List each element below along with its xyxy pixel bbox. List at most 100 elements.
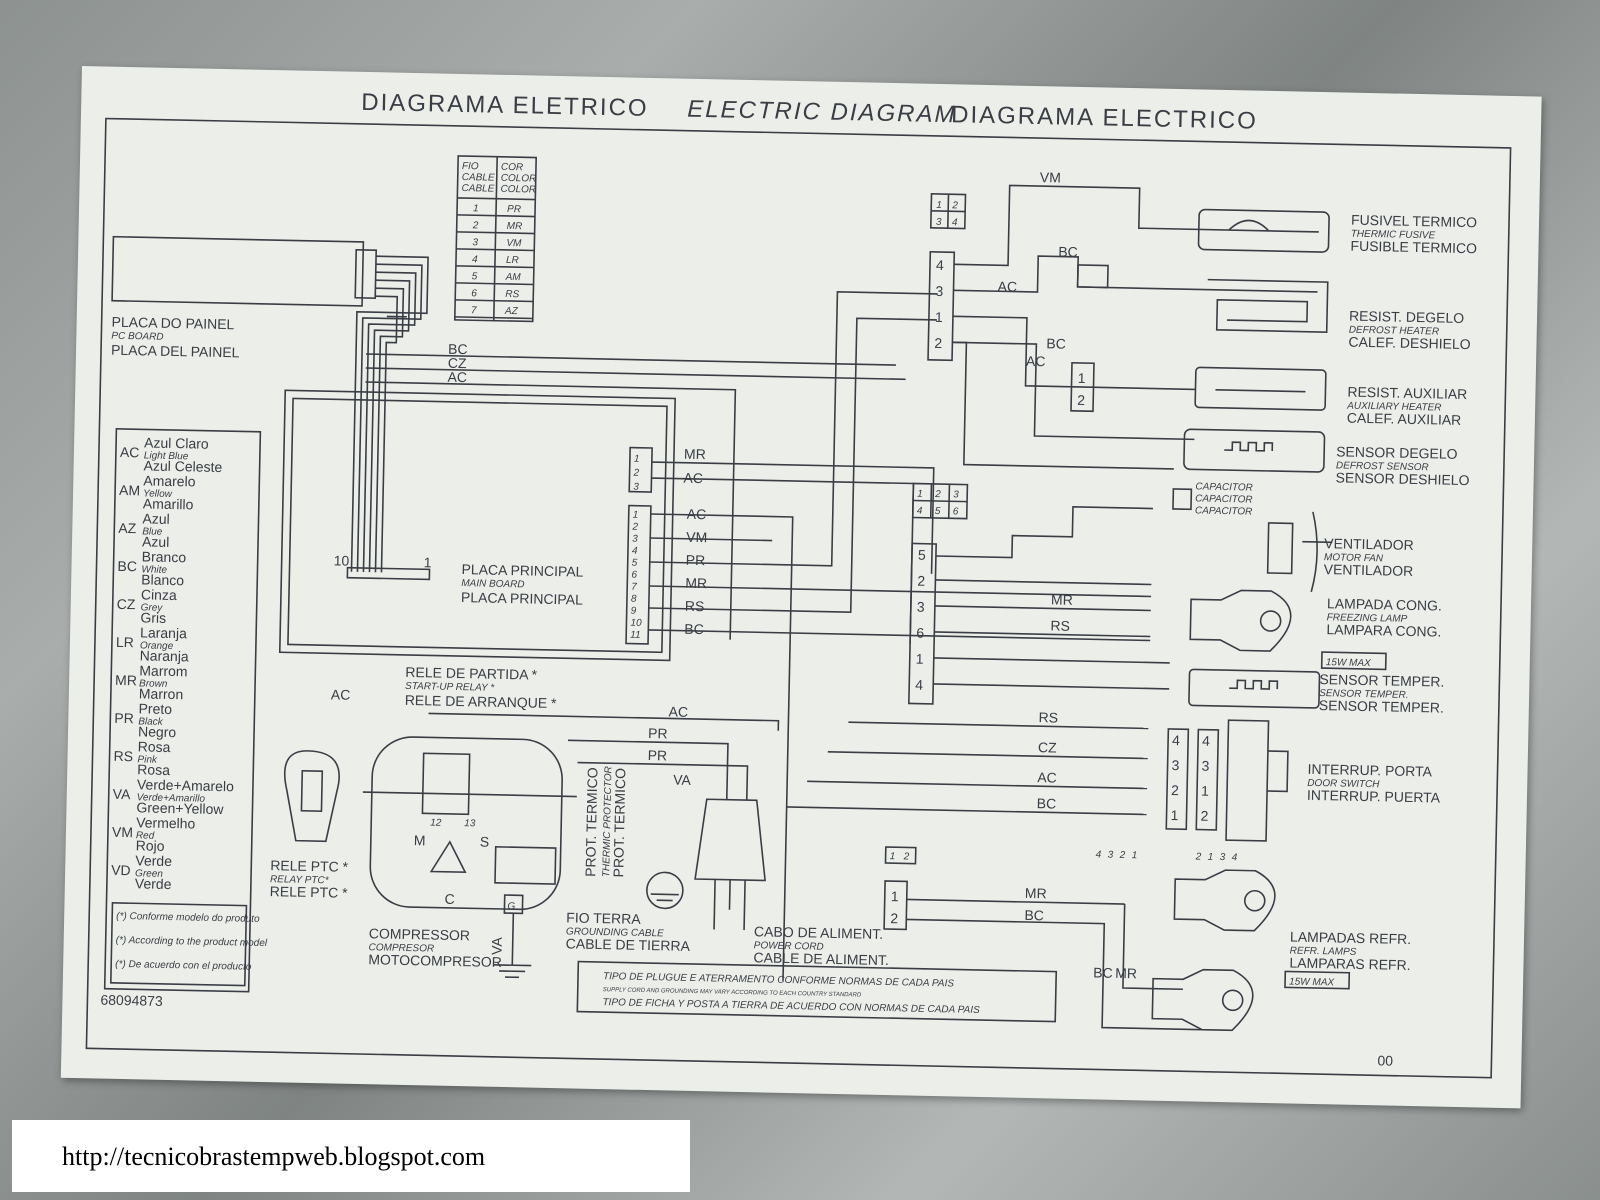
fan-label-pt: VENTILADOR — [1324, 535, 1414, 553]
fridge-lamps-max-box — [1284, 970, 1351, 990]
board-conn-b-pin-2: 2 — [631, 522, 638, 533]
right-wire-label-rs-7: RS — [1038, 709, 1058, 725]
main-wire-cz: CZ — [448, 355, 467, 371]
door-pin-b-2: 2 — [1200, 808, 1208, 824]
start-relay-en: START-UP RELAY * — [405, 681, 495, 694]
start-relay-pt: RELE DE PARTIDA * — [405, 664, 538, 683]
legend-notes-box — [109, 902, 248, 987]
legend-name-am-en: Yellow — [143, 488, 173, 500]
board-conn-b-pin-8: 8 — [631, 594, 637, 605]
c4-pin-1: 1 — [935, 309, 943, 325]
compressor-symbol — [362, 736, 577, 915]
power-cord-en: POWER CORD — [754, 940, 824, 952]
temp-sensor-symbol — [1188, 668, 1321, 709]
board-conn-a-pin-3: 3 — [633, 482, 639, 493]
right-wire-label-ac-4: AC — [1026, 353, 1046, 369]
fuse-label-es: FUSIBLE TERMICO — [1350, 238, 1477, 257]
door-pin-b-3: 3 — [1201, 758, 1209, 774]
board-conn-b-wire-ac-0: AC — [687, 506, 707, 522]
fuse-label-pt: FUSIVEL TERMICO — [1351, 212, 1477, 231]
board-conn-a-wire-mr: MR — [684, 446, 706, 462]
fridge-lamps-label-en: REFR. LAMPS — [1290, 945, 1357, 957]
aux-heater-label-es: CALEF. AUXILIAR — [1347, 410, 1462, 428]
plug-note-pt: TIPO DE PLUGUE E ATERRAMENTO CONFORME NO… — [603, 971, 954, 989]
compressor-pin-c: C — [444, 891, 454, 907]
c6-legend-1: 1 — [917, 489, 923, 500]
start-relay-es: RELE DE ARRANQUE * — [405, 692, 558, 711]
c6-pin-6: 6 — [916, 625, 924, 641]
c4-legend-1: 1 — [936, 200, 942, 211]
legend-name-vd-pt: Verde — [135, 852, 172, 869]
door-switch-symbol — [1165, 719, 1289, 842]
fan-label-en: MOTOR FAN — [1324, 552, 1384, 564]
fridge-lamps-max: 15W MAX — [1289, 976, 1335, 988]
c2-legend-2: 2 — [903, 851, 910, 862]
right-wire-label-cz-8: CZ — [1038, 739, 1057, 755]
right-wire-label-vm-0: VM — [1040, 169, 1061, 185]
legend-name-vd-es: Verde — [135, 875, 172, 892]
legend-name-cz-es: Gris — [140, 609, 166, 626]
legend-name-az-es: Azul — [142, 533, 170, 550]
legend-code-lr: LR — [116, 634, 134, 650]
door-pin-a-3: 3 — [1171, 757, 1179, 773]
ribbon-cable — [350, 255, 429, 573]
legend-code-ac: AC — [120, 444, 140, 460]
legend-code-cz: CZ — [117, 596, 136, 612]
c6-pin-3: 3 — [917, 599, 925, 615]
diagram-sheet: DIAGRAMA ELETRICO ELECTRIC DIAGRAM DIAGR… — [60, 66, 1542, 1109]
main-wire-ac: AC — [447, 369, 467, 385]
right-wire-label-bc-3: BC — [1046, 335, 1066, 351]
door-legend-b-2: 2 — [1195, 851, 1202, 862]
plug-note-en: SUPPLY CORD AND GROUNDING MAY VARY ACCOR… — [603, 987, 862, 998]
legend-name-cz-en: Grey — [141, 602, 164, 613]
main-board-label-es: PLACA PRINCIPAL — [461, 589, 583, 608]
title-en: ELECTRIC DIAGRAM — [687, 96, 957, 129]
legend-code-bc: BC — [117, 558, 137, 574]
right-wire-label-mr-11: MR — [1025, 885, 1047, 901]
defrost-sensor-symbol — [1183, 428, 1326, 473]
temp-sensor-label-es: SENSOR TEMPER. — [1319, 697, 1444, 716]
ground-symbol — [646, 871, 684, 910]
freezer-lamp-max-box — [1320, 651, 1387, 671]
cable-table-header-1b: CABLE — [462, 172, 495, 184]
board-conn-a-wire-ac: AC — [683, 470, 703, 486]
wire-ac-relay: AC — [331, 686, 351, 702]
blog-url[interactable]: http://tecnicobrastempweb.blogspot.com — [62, 1142, 486, 1171]
right-wire-label-ac-1: AC — [997, 278, 1017, 294]
diagram-frame — [85, 117, 1512, 1079]
board-conn-b-pin-7: 7 — [631, 582, 637, 593]
capacitor-label-pt: CAPACITOR — [1195, 481, 1253, 493]
legend-name-ac-pt: Azul Claro — [144, 434, 209, 451]
right-wires — [786, 184, 1319, 1031]
legend-name-rs-en: Pink — [137, 754, 158, 765]
fridge-lamp-2-symbol — [1151, 968, 1254, 1032]
power-plug-symbol — [694, 798, 766, 931]
door-switch-label-pt: INTERRUP. PORTA — [1307, 761, 1432, 780]
freezer-lamp-label-pt: LAMPADA CONG. — [1327, 595, 1442, 613]
defrost-sensor-label-pt: SENSOR DEGELO — [1336, 443, 1458, 462]
cable-table-row-5-num: 5 — [472, 271, 478, 282]
legend-name-az-en: Blue — [142, 526, 163, 537]
sheet-code: 00 — [1377, 1052, 1393, 1068]
board-conn-b-wire-pr-2: PR — [686, 552, 706, 568]
board-conn-b-wire-bc-5: BC — [684, 621, 704, 637]
compressor-label-pt: COMPRESSOR — [369, 925, 470, 943]
legend-code-mr: MR — [115, 672, 137, 688]
c6-pin-5: 5 — [918, 547, 926, 563]
door-legend-b-3: 3 — [1220, 852, 1226, 863]
board-conn-b-pin-10: 10 — [630, 618, 642, 629]
capacitor-symbol — [1172, 488, 1193, 511]
main-wires — [365, 353, 906, 640]
legend-code-az: AZ — [118, 520, 137, 536]
ribbon-end-connector — [346, 566, 431, 581]
connector-6pin — [908, 542, 937, 705]
board-conn-b-pin-1: 1 — [633, 510, 639, 521]
defrost-heater-label-en: DEFROST HEATER — [1349, 325, 1440, 338]
board-connector-b — [625, 504, 652, 645]
cable-table-row-6-num: 6 — [471, 288, 477, 299]
door-legend-a-3: 3 — [1108, 850, 1114, 861]
main-board — [287, 397, 668, 654]
compressor-label-en: COMPRESOR — [368, 942, 434, 954]
pc-board-connector — [354, 248, 378, 300]
connector-legend-4 — [929, 193, 967, 230]
